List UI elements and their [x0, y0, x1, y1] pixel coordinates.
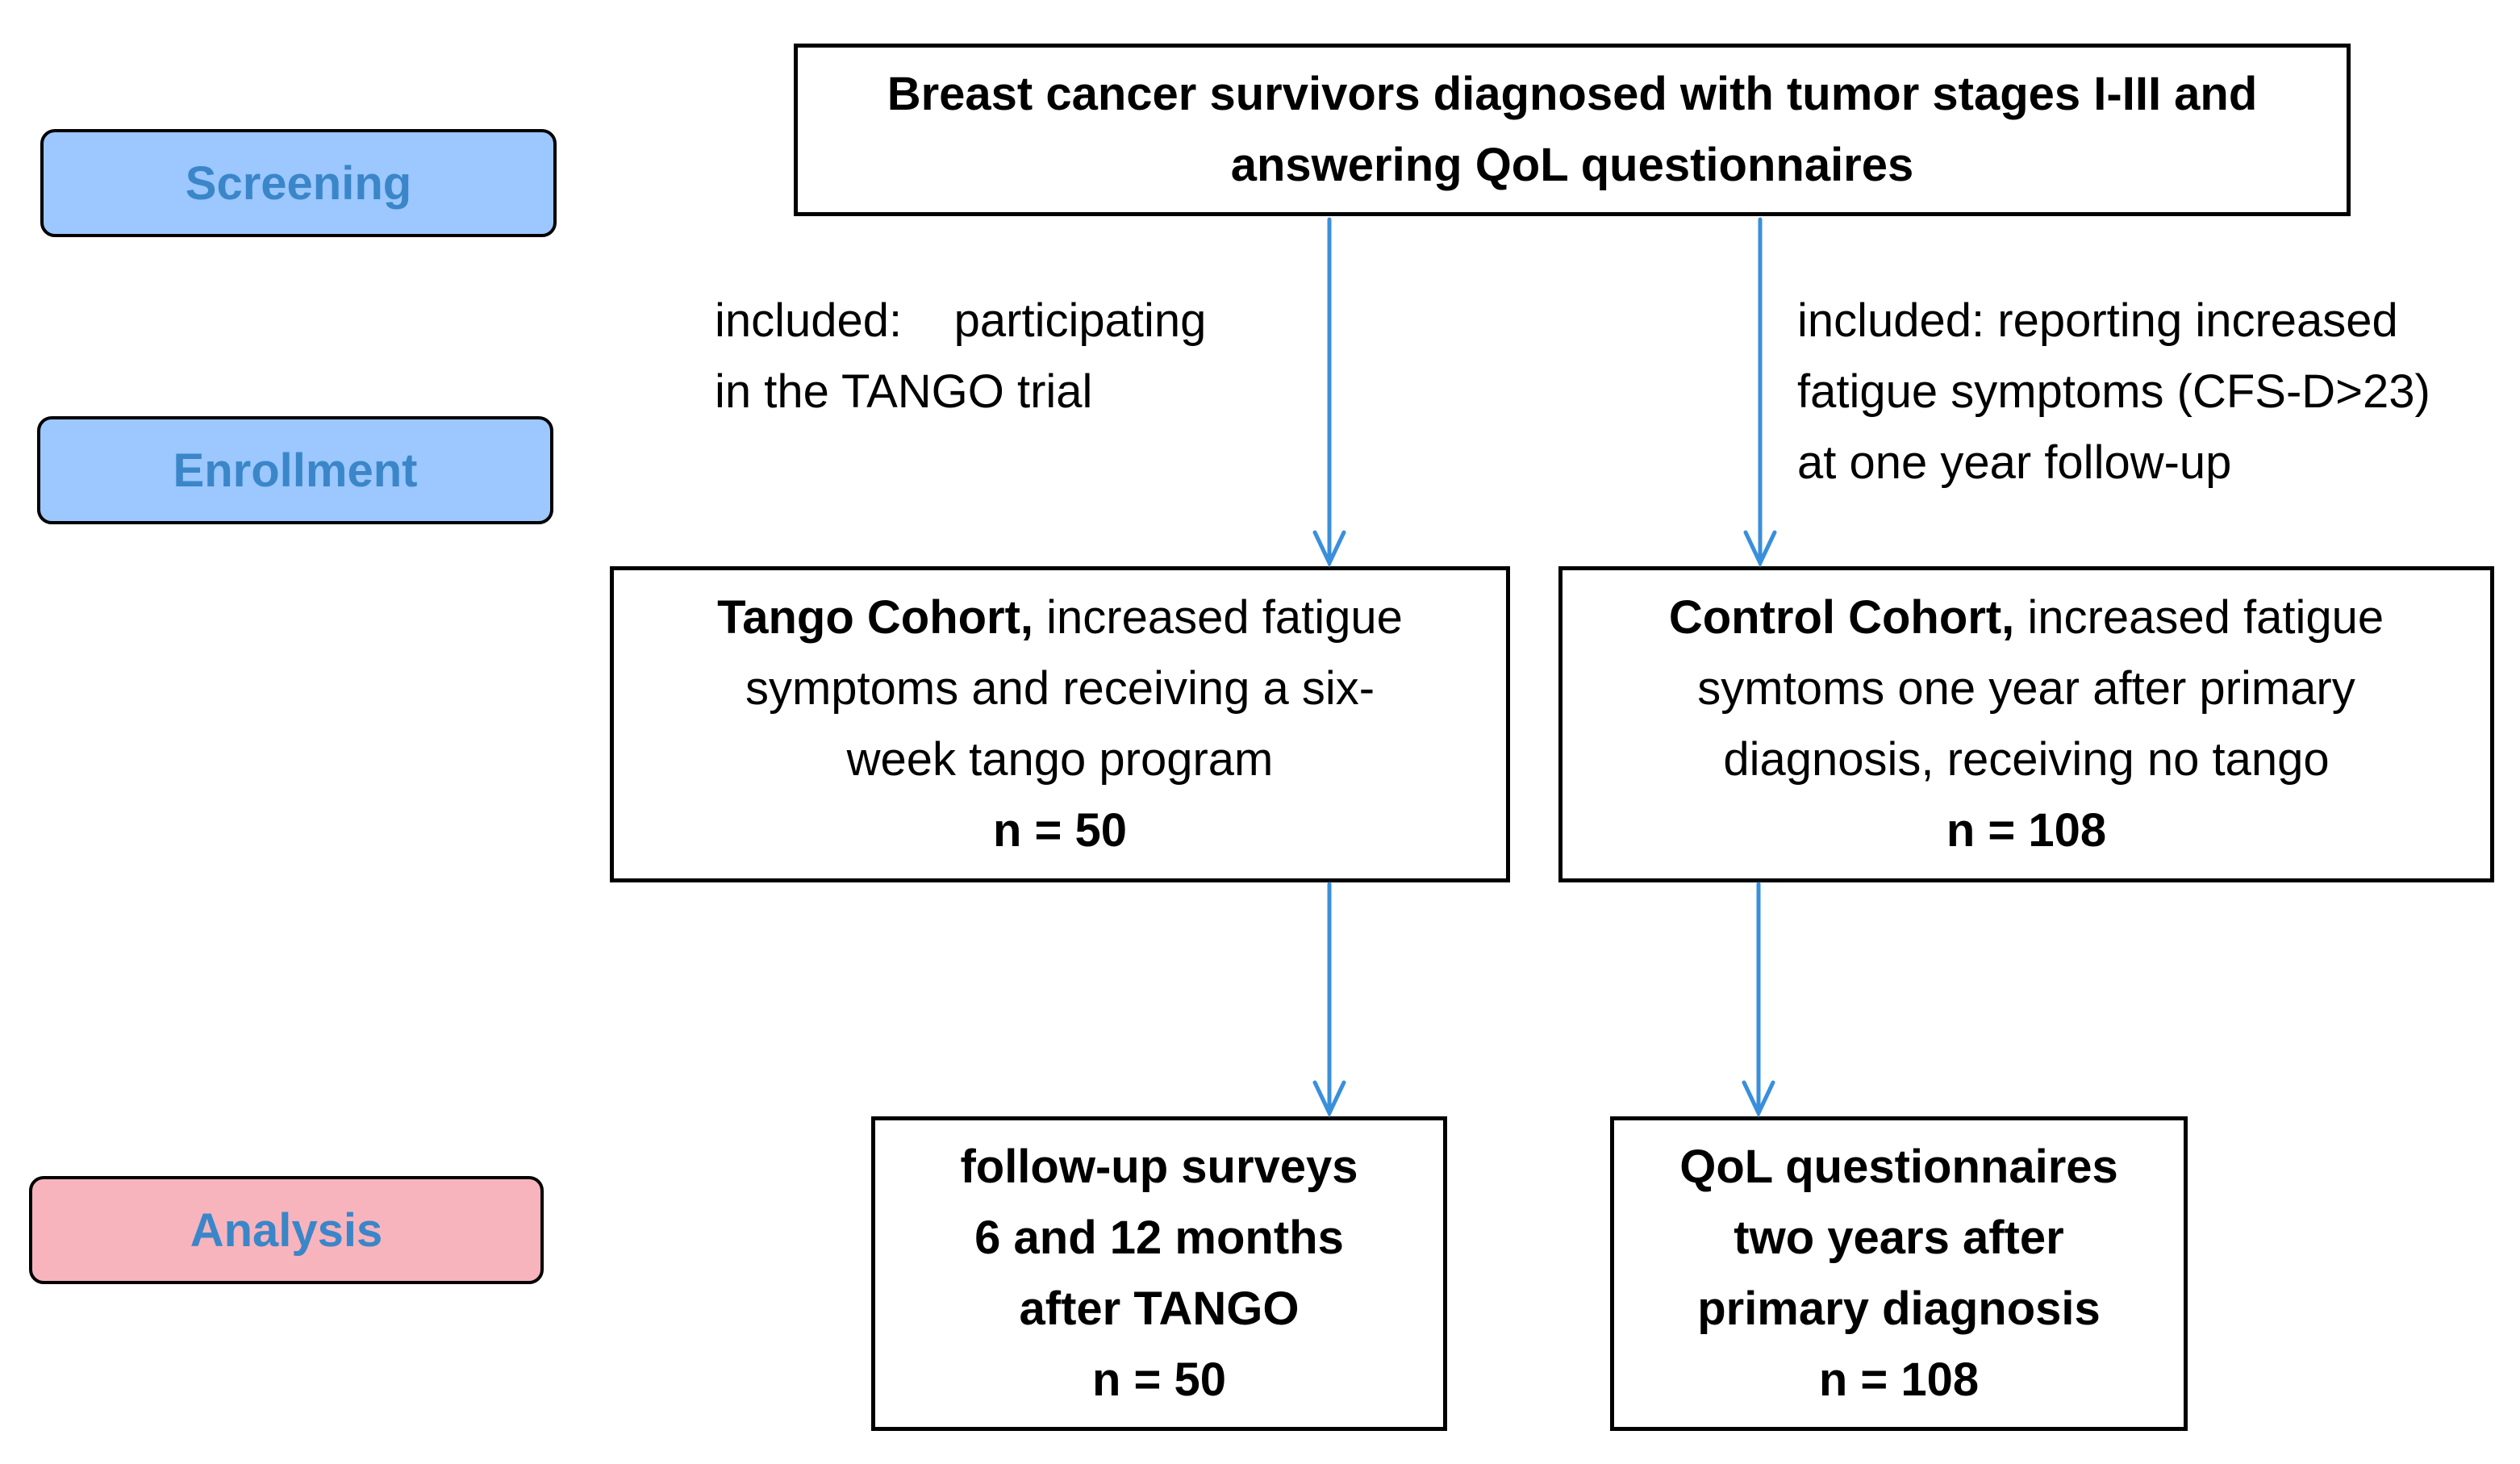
tango-analysis-line2: 6 and 12 months	[974, 1212, 1344, 1264]
arrow-control-to-analysis	[1742, 882, 1775, 1118]
screening-box-line2: answering QoL questionnaires	[1230, 139, 1914, 191]
tango-analysis-n: n = 50	[1091, 1353, 1227, 1406]
control-cohort-n: n = 108	[1946, 804, 2107, 857]
tango-analysis-box: follow-up surveys 6 and 12 months after …	[871, 1116, 1447, 1431]
left-inclusion-line1: included: participating	[715, 294, 1207, 347]
tango-cohort-n: n = 50	[992, 804, 1128, 857]
tango-cohort-box: Tango Cohort, increased fatigue symptoms…	[610, 566, 1510, 882]
screening-box: Breast cancer survivors diagnosed with t…	[794, 44, 2351, 216]
right-inclusion-line3: at one year follow-up	[1797, 436, 2232, 489]
control-cohort-line1: Control Cohort, increased fatigue	[1669, 582, 2384, 653]
phase-analysis: Analysis	[29, 1176, 544, 1284]
tango-analysis-line1: follow-up surveys	[960, 1141, 1358, 1193]
control-cohort-line1-rest: increased fatigue	[2014, 591, 2384, 644]
control-analysis-line1: QoL questionnaires	[1679, 1141, 2118, 1193]
arrow-screening-to-control	[1743, 217, 1777, 568]
control-cohort-line2: symtoms one year after primary	[1697, 662, 2355, 715]
right-inclusion-line1: included: reporting increased	[1797, 294, 2398, 347]
control-cohort-title: Control Cohort,	[1668, 591, 2015, 644]
left-inclusion-note: included: participating in the TANGO tri…	[715, 286, 1328, 428]
arrow-tango-to-analysis	[1312, 882, 1346, 1118]
control-cohort-box: Control Cohort, increased fatigue symtom…	[1558, 566, 2494, 882]
tango-cohort-line2: symptoms and receiving a six-	[745, 662, 1375, 715]
tango-analysis-line3: after TANGO	[1019, 1283, 1300, 1335]
control-analysis-line3: primary diagnosis	[1697, 1283, 2101, 1335]
control-analysis-n: n = 108	[1818, 1353, 1980, 1406]
screening-box-line1: Breast cancer survivors diagnosed with t…	[887, 68, 2258, 120]
right-inclusion-note: included: reporting increased fatigue sy…	[1797, 286, 2507, 498]
phase-screening: Screening	[40, 129, 557, 237]
tango-cohort-line1: Tango Cohort, increased fatigue	[717, 582, 1403, 653]
tango-cohort-line1-rest: increased fatigue	[1033, 591, 1403, 644]
tango-cohort-title: Tango Cohort,	[717, 591, 1034, 644]
right-inclusion-line2: fatigue symptoms (CFS-D>23)	[1797, 365, 2430, 418]
arrow-screening-to-tango	[1312, 217, 1346, 568]
phase-enrollment: Enrollment	[37, 416, 553, 524]
left-inclusion-line2: in the TANGO trial	[715, 365, 1093, 418]
control-cohort-line3: diagnosis, receiving no tango	[1723, 733, 2330, 786]
phase-screening-label: Screening	[185, 156, 412, 210]
control-analysis-box: QoL questionnaires two years after prima…	[1610, 1116, 2188, 1431]
phase-enrollment-label: Enrollment	[173, 444, 418, 497]
tango-cohort-line3: week tango program	[846, 733, 1274, 786]
phase-analysis-label: Analysis	[190, 1203, 383, 1257]
control-analysis-line2: two years after	[1734, 1212, 2064, 1264]
